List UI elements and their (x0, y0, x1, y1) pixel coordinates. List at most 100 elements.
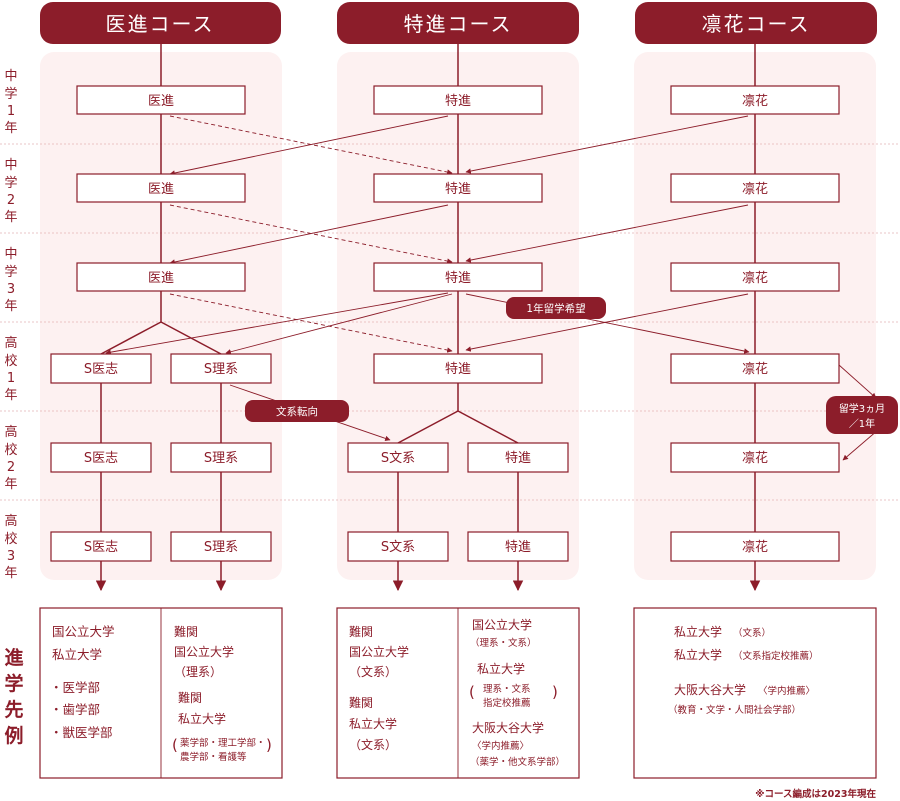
svg-text:例: 例 (4, 724, 23, 747)
dest-tokushin-right: 国公立大学 （理系・文系） 私立大学 ( 理系・文系 指定校推薦 ) 大阪大谷大… (469, 617, 565, 768)
svg-text:／1年: ／1年 (849, 417, 875, 430)
svg-text:特進: 特進 (445, 94, 471, 109)
svg-text:1: 1 (7, 104, 15, 119)
box-s-ishi-h1: S医志 (50, 353, 152, 384)
svg-text:凛花コース: 凛花コース (702, 12, 811, 36)
svg-text:（理系）: （理系） (174, 665, 222, 679)
svg-text:（理系・文系）: （理系・文系） (470, 637, 537, 649)
svg-text:凛花: 凛花 (742, 539, 768, 555)
box-s-rikei-h1: S理系 (170, 353, 272, 384)
svg-text:・歯学部: ・歯学部 (50, 702, 100, 717)
svg-text:S文系: S文系 (381, 540, 415, 555)
svg-text:中: 中 (4, 69, 17, 84)
svg-text:薬学部・理工学部・: 薬学部・理工学部・ (180, 737, 266, 749)
svg-text:〈学内推薦〉: 〈学内推薦〉 (758, 685, 815, 697)
svg-text:・医学部: ・医学部 (50, 680, 100, 695)
svg-text:凛花: 凛花 (742, 361, 768, 377)
svg-text:進: 進 (4, 647, 23, 669)
box-rinka-m2: 凛花 (670, 173, 840, 203)
svg-text:凛花: 凛花 (742, 93, 768, 109)
box-tokushin-m1: 特進 (373, 85, 543, 115)
svg-text:校: 校 (4, 442, 17, 458)
box-rinka-h2: 凛花 (670, 442, 840, 473)
svg-text:私立大学: 私立大学 (674, 624, 722, 639)
svg-text:私立大学: 私立大学 (674, 647, 722, 662)
svg-text:(: ( (469, 683, 475, 701)
badge-ryugaku-1nen: 1年留学希望 (506, 297, 606, 319)
svg-text:凛花: 凛花 (742, 450, 768, 466)
svg-text:学: 学 (4, 175, 17, 191)
box-ishin-m1: 医進 (76, 85, 246, 115)
svg-text:学: 学 (4, 672, 23, 695)
box-rinka-h1: 凛花 (670, 353, 840, 384)
svg-text:理系・文系: 理系・文系 (483, 683, 531, 695)
svg-text:特進: 特進 (445, 182, 471, 197)
dest-rinka: 私立大学 （文系） 私立大学 （文系指定校推薦） 大阪大谷大学 〈学内推薦〉 （… (668, 624, 819, 716)
svg-text:年: 年 (4, 121, 17, 136)
box-s-bunkei-h2: S文系 (347, 442, 449, 473)
svg-text:高: 高 (4, 335, 17, 351)
svg-text:特進コース: 特進コース (404, 12, 513, 36)
box-s-bunkei-h3: S文系 (347, 531, 449, 562)
svg-text:2: 2 (7, 193, 15, 208)
svg-text:S理系: S理系 (204, 540, 238, 555)
grade-labels: 中学 1年 中学 2年 中学 3年 高校 1年 高校 2年 高校 3年 (4, 69, 17, 581)
svg-text:特進: 特進 (505, 451, 531, 466)
box-rinka-m1: 凛花 (670, 85, 840, 115)
svg-text:大阪大谷大学: 大阪大谷大学 (674, 682, 746, 697)
svg-text:・獣医学部: ・獣医学部 (50, 725, 113, 740)
svg-text:特進: 特進 (445, 271, 471, 286)
box-s-rikei-h2: S理系 (170, 442, 272, 473)
box-tokushin-m2: 特進 (373, 173, 543, 203)
dest-tokushin-left: 難関 国公立大学 （文系） 難関 私立大学 （文系） (349, 624, 409, 752)
badge-ryugaku-3kagetsu: 留学3ヵ月 ／1年 (826, 396, 898, 434)
svg-text:学: 学 (4, 86, 17, 102)
svg-text:中: 中 (4, 158, 17, 173)
svg-text:難関: 難関 (349, 695, 373, 710)
box-tokushin-h3: 特進 (467, 531, 569, 562)
box-s-rikei-h3: S理系 (170, 531, 272, 562)
svg-text:校: 校 (4, 353, 17, 369)
svg-text:〈学内推薦〉: 〈学内推薦〉 (472, 740, 529, 752)
box-ishin-m3: 医進 (76, 262, 246, 292)
box-s-ishi-h3: S医志 (50, 531, 152, 562)
svg-text:（文系）: （文系） (733, 627, 771, 639)
svg-text:凛花: 凛花 (742, 270, 768, 286)
svg-text:国公立大学: 国公立大学 (174, 644, 234, 659)
svg-text:医進: 医進 (148, 182, 174, 197)
svg-text:私立大学: 私立大学 (477, 661, 525, 676)
svg-text:先: 先 (4, 698, 23, 721)
svg-text:中: 中 (4, 247, 17, 262)
svg-text:指定校推薦: 指定校推薦 (483, 697, 531, 709)
svg-text:難関: 難関 (349, 624, 373, 639)
svg-text:医進: 医進 (148, 271, 174, 286)
box-s-ishi-h2: S医志 (50, 442, 152, 473)
svg-text:留学3ヵ月: 留学3ヵ月 (839, 402, 885, 415)
box-rinka-m3: 凛花 (670, 262, 840, 292)
svg-text:国公立大学: 国公立大学 (349, 644, 409, 659)
svg-text:（薬学・他文系学部）: （薬学・他文系学部） (470, 756, 565, 768)
svg-text:（文系）: （文系） (349, 664, 397, 679)
svg-text:高: 高 (4, 424, 17, 440)
svg-text:3: 3 (7, 549, 15, 564)
destination-title: 進 学 先 例 (4, 647, 23, 747)
svg-text:難関: 難関 (174, 624, 198, 639)
svg-text:文系転向: 文系転向 (276, 405, 318, 418)
svg-text:高: 高 (4, 513, 17, 529)
svg-text:S理系: S理系 (204, 362, 238, 377)
box-tokushin-h2: 特進 (467, 442, 569, 473)
svg-text:): ) (266, 736, 272, 754)
svg-text:難関: 難関 (178, 690, 202, 705)
svg-text:凛花: 凛花 (742, 181, 768, 197)
box-ishin-m2: 医進 (76, 173, 246, 203)
svg-text:年: 年 (4, 388, 17, 403)
dest-box-rinka (633, 607, 877, 779)
course-header-tokushin: 特進コース (337, 2, 579, 44)
svg-text:3: 3 (7, 282, 15, 297)
svg-text:年: 年 (4, 210, 17, 225)
svg-text:S文系: S文系 (381, 451, 415, 466)
svg-text:私立大学: 私立大学 (178, 711, 226, 726)
svg-text:農学部・看護等: 農学部・看護等 (180, 751, 247, 763)
svg-text:2: 2 (7, 460, 15, 475)
